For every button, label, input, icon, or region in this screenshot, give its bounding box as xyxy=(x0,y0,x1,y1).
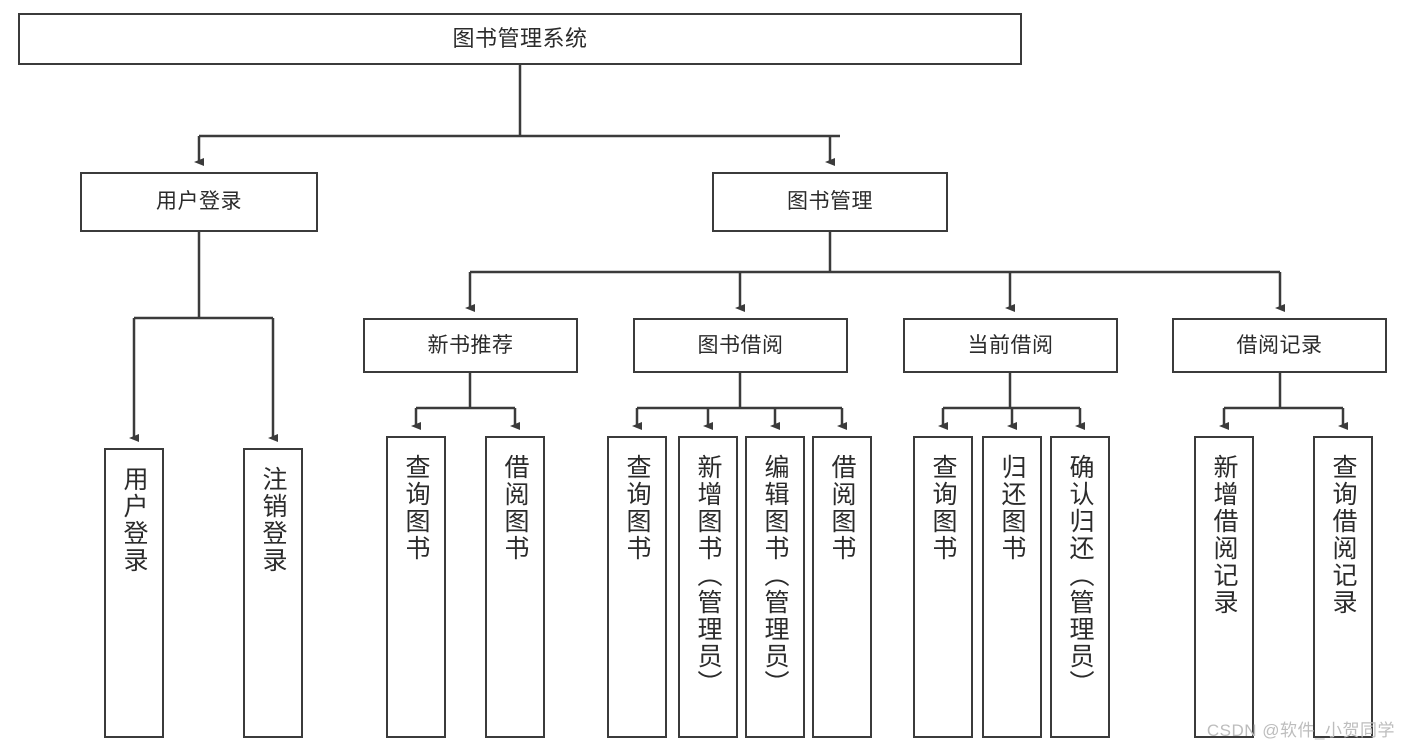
leaf-return-book[interactable]: 归还图书 xyxy=(982,436,1042,738)
node-root[interactable]: 图书管理系统 xyxy=(18,13,1022,65)
leaf-query-book-2[interactable]: 查询图书 xyxy=(607,436,667,738)
node-book-manage[interactable]: 图书管理 xyxy=(712,172,948,232)
leaf-user-login[interactable]: 用户登录 xyxy=(104,448,164,738)
leaf-query-book-3-label: 查询图书 xyxy=(929,454,957,562)
leaf-add-record-label: 新增借阅记录 xyxy=(1210,454,1238,616)
leaf-query-book-1[interactable]: 查询图书 xyxy=(386,436,446,738)
leaf-confirm-return-label: 确认归还（管理员） xyxy=(1066,454,1094,697)
node-book-manage-label: 图书管理 xyxy=(787,190,873,214)
leaf-borrow-book-2-label: 借阅图书 xyxy=(828,454,856,562)
leaf-return-book-label: 归还图书 xyxy=(998,454,1026,562)
leaf-user-login-label: 用户登录 xyxy=(120,466,148,574)
node-current-borrow-label: 当前借阅 xyxy=(967,333,1054,357)
node-user-login[interactable]: 用户登录 xyxy=(80,172,318,232)
edges-root-to-level1 xyxy=(194,65,840,166)
node-book-borrow-label: 图书借阅 xyxy=(697,333,784,357)
leaf-edit-book-label: 编辑图书（管理员） xyxy=(761,454,789,697)
node-root-label: 图书管理系统 xyxy=(452,25,588,51)
leaf-add-book-label: 新增图书（管理员） xyxy=(694,454,722,697)
watermark: CSDN @软件_小贺同学 xyxy=(1206,721,1395,740)
edges-level1-to-level2 xyxy=(129,232,1285,442)
leaf-borrow-book-1-label: 借阅图书 xyxy=(501,454,529,562)
leaf-logout-label: 注销登录 xyxy=(259,466,287,574)
leaf-query-book-3[interactable]: 查询图书 xyxy=(913,436,973,738)
leaf-edit-book[interactable]: 编辑图书（管理员） xyxy=(745,436,805,738)
node-user-login-label: 用户登录 xyxy=(156,190,242,214)
node-new-book-recommend[interactable]: 新书推荐 xyxy=(363,318,578,373)
leaf-query-book-2-label: 查询图书 xyxy=(623,454,651,562)
leaf-add-record[interactable]: 新增借阅记录 xyxy=(1194,436,1254,738)
node-borrow-record[interactable]: 借阅记录 xyxy=(1172,318,1387,373)
node-borrow-record-label: 借阅记录 xyxy=(1236,333,1323,357)
leaf-query-record[interactable]: 查询借阅记录 xyxy=(1313,436,1373,738)
leaf-add-book[interactable]: 新增图书（管理员） xyxy=(678,436,738,738)
edges-level2-to-leaves xyxy=(411,373,1348,430)
leaf-logout[interactable]: 注销登录 xyxy=(243,448,303,738)
node-book-borrow[interactable]: 图书借阅 xyxy=(633,318,848,373)
leaf-query-book-1-label: 查询图书 xyxy=(402,454,430,562)
node-current-borrow[interactable]: 当前借阅 xyxy=(903,318,1118,373)
leaf-borrow-book-2[interactable]: 借阅图书 xyxy=(812,436,872,738)
node-new-book-recommend-label: 新书推荐 xyxy=(427,333,514,357)
leaf-borrow-book-1[interactable]: 借阅图书 xyxy=(485,436,545,738)
leaf-confirm-return[interactable]: 确认归还（管理员） xyxy=(1050,436,1110,738)
leaf-query-record-label: 查询借阅记录 xyxy=(1329,454,1357,616)
